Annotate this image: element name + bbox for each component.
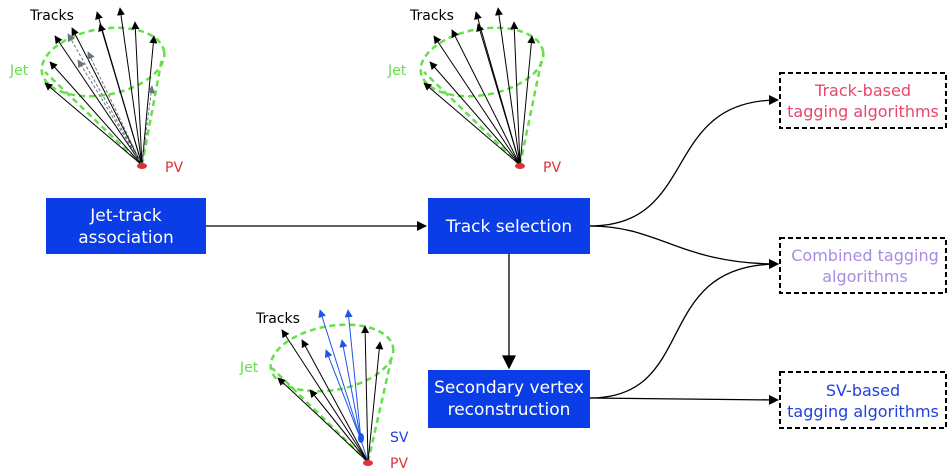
- jet-view-2: Tracks Jet PV: [387, 7, 561, 176]
- tracks-label: Tracks: [409, 8, 454, 24]
- pv-marker: [363, 460, 373, 466]
- jet-cone-rim: [269, 323, 395, 393]
- arrow-sv-to-combined: [589, 259, 779, 399]
- track-based-line1: Track-based: [814, 81, 911, 100]
- track-selection-line1: Track selection: [445, 217, 572, 237]
- combined-line2: algorithms: [822, 267, 908, 286]
- combined-line1: Combined tagging: [791, 246, 939, 265]
- track-based-line2: tagging algorithms: [787, 102, 939, 121]
- jet-cone-rim: [40, 26, 166, 98]
- track-lines: [423, 7, 536, 166]
- arrow-selection-to-combined: [589, 225, 779, 269]
- connectors: [206, 95, 779, 405]
- jet-track-association-box: Jet-track association: [46, 198, 206, 254]
- jet-cone: [44, 57, 164, 166]
- jet-label: Jet: [239, 360, 259, 376]
- jet-track-line2: association: [78, 228, 174, 248]
- tracks-label: Tracks: [29, 8, 74, 24]
- sv-based-output: SV-based tagging algorithms: [779, 371, 947, 429]
- jet-view-1: Tracks Jet PV: [9, 7, 183, 176]
- sv-label: SV: [390, 430, 409, 446]
- sv-reco-line2: reconstruction: [448, 400, 571, 420]
- jet-view-3: Tracks Jet SV PV: [239, 309, 409, 472]
- sv-reco-line1: Secondary vertex: [434, 378, 584, 398]
- tracks-label: Tracks: [255, 311, 300, 327]
- track-based-output: Track-based tagging algorithms: [779, 72, 947, 129]
- track-selection-box: Track selection: [428, 198, 590, 254]
- jet-cone: [423, 57, 544, 166]
- sv-based-line2: tagging algorithms: [787, 402, 939, 421]
- jet-label: Jet: [387, 63, 407, 79]
- grey-track-lines: [67, 33, 156, 166]
- pv-marker: [515, 163, 525, 169]
- arrow-selection-to-track-based: [589, 95, 779, 227]
- jet-track-line1: Jet-track: [89, 206, 162, 226]
- sv-track-lines: [318, 309, 369, 463]
- secondary-vertex-box: Secondary vertex reconstruction: [428, 370, 590, 428]
- arrow-sv-to-sv-based: [589, 394, 779, 405]
- jet-cone-rim: [419, 26, 545, 98]
- track-lines: [44, 7, 158, 166]
- jet-label: Jet: [9, 63, 29, 79]
- pv-marker: [137, 163, 147, 169]
- track-lines: [277, 325, 384, 463]
- pv-label: PV: [165, 160, 183, 176]
- sv-based-line1: SV-based: [826, 381, 900, 400]
- jet-cone: [271, 355, 394, 463]
- pv-label: PV: [543, 160, 561, 176]
- sv-marker: [358, 433, 364, 443]
- pv-label: PV: [390, 456, 408, 472]
- combined-output: Combined tagging algorithms: [779, 237, 947, 294]
